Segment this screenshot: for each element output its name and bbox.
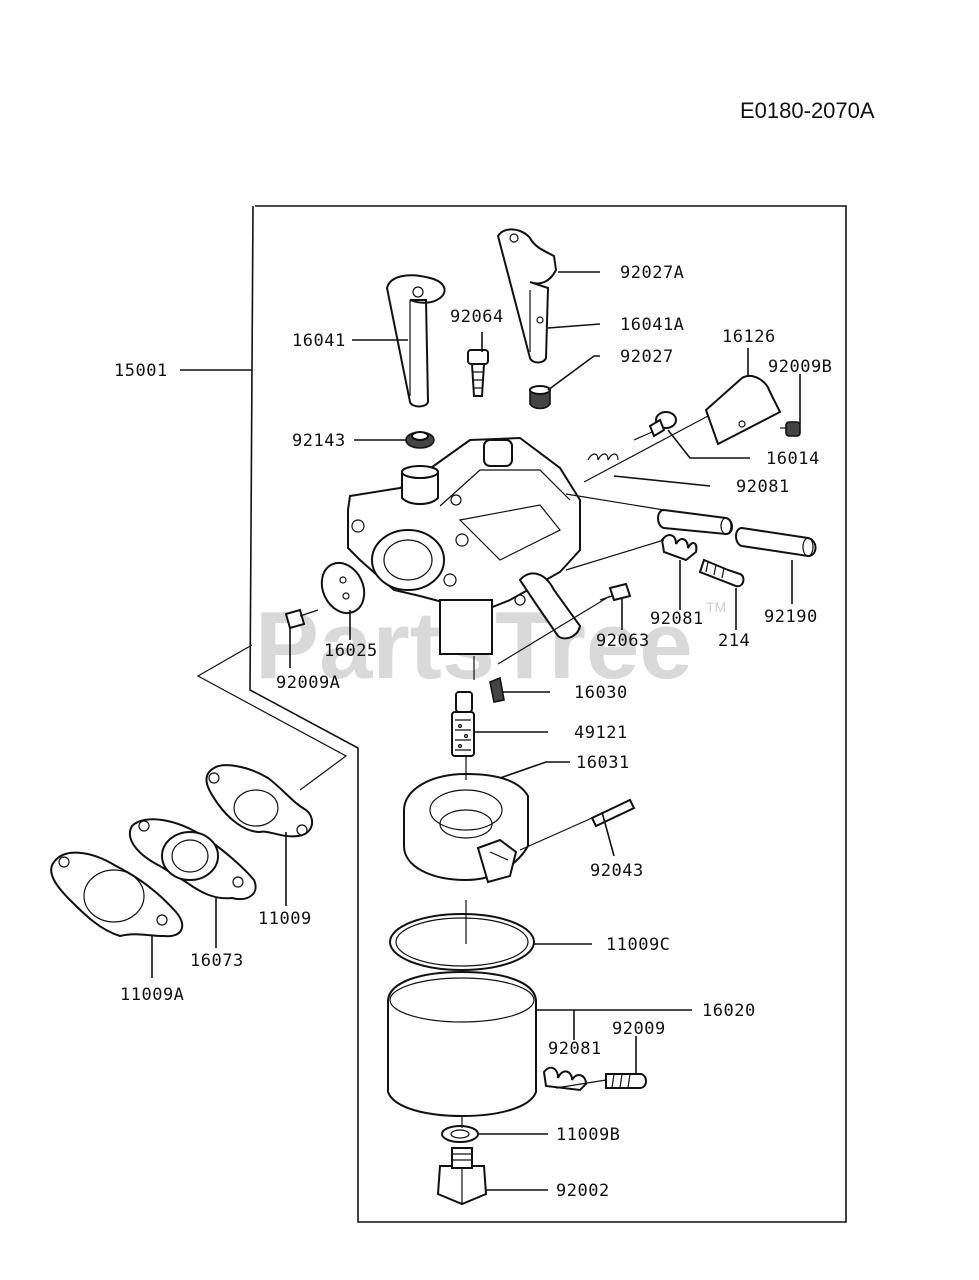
choke-shaft bbox=[496, 228, 558, 364]
pilot-screw bbox=[467, 349, 489, 397]
gasket-11009A bbox=[50, 851, 184, 938]
label-49121: 49121 bbox=[574, 723, 628, 743]
label-92009: 92009 bbox=[612, 1019, 666, 1039]
label-16041: 16041 bbox=[292, 331, 346, 351]
assembly-guide-lines bbox=[461, 415, 709, 1128]
label-15001: 15001 bbox=[114, 361, 168, 381]
bowl-screw bbox=[605, 1073, 647, 1089]
cover-plate-screw bbox=[780, 421, 801, 437]
label-11009C: 11009C bbox=[606, 935, 670, 955]
nozzle bbox=[451, 691, 475, 757]
idle-spring bbox=[587, 453, 619, 461]
drain-bolt bbox=[436, 1147, 488, 1206]
label-92064: 92064 bbox=[450, 307, 504, 327]
adjust-screw bbox=[698, 558, 745, 588]
choke-collar bbox=[529, 385, 551, 410]
label-92002: 92002 bbox=[556, 1181, 610, 1201]
main-jet bbox=[489, 676, 505, 703]
float-bowl-gasket bbox=[389, 913, 535, 971]
label-214: 214 bbox=[718, 631, 750, 651]
label-92190: 92190 bbox=[764, 607, 818, 627]
label-16073: 16073 bbox=[190, 951, 244, 971]
part-labels: 15001 92027A 16041 92064 16041A 92027 16… bbox=[114, 263, 832, 1201]
insulator-16073 bbox=[129, 818, 257, 900]
label-16020: 16020 bbox=[702, 1001, 756, 1021]
label-16030: 16030 bbox=[574, 683, 628, 703]
label-16041A: 16041A bbox=[620, 315, 684, 335]
label-16031: 16031 bbox=[576, 753, 630, 773]
label-92043: 92043 bbox=[590, 861, 644, 881]
throttle-shaft bbox=[385, 274, 446, 408]
label-92081-bowl: 92081 bbox=[548, 1039, 602, 1059]
throttle-plate bbox=[320, 561, 366, 615]
fuel-tube-long bbox=[735, 526, 817, 558]
label-92027A: 92027A bbox=[620, 263, 684, 283]
gasket-11009 bbox=[205, 764, 314, 838]
label-92027: 92027 bbox=[620, 347, 674, 367]
intake-guide-line bbox=[196, 644, 348, 791]
label-11009B: 11009B bbox=[556, 1125, 620, 1145]
label-92063: 92063 bbox=[596, 631, 650, 651]
idle-screw bbox=[633, 411, 677, 441]
label-92081-upper: 92081 bbox=[736, 477, 790, 497]
throttle-plate-screw bbox=[284, 608, 319, 630]
label-92081-right: 92081 bbox=[650, 609, 704, 629]
diagram-code: E0180-2070A bbox=[740, 98, 875, 123]
adjust-spring bbox=[660, 534, 698, 562]
label-92143: 92143 bbox=[292, 431, 346, 451]
label-16126: 16126 bbox=[722, 327, 776, 347]
shaft-seal bbox=[405, 431, 435, 449]
label-11009A: 11009A bbox=[120, 985, 184, 1005]
carburetor-body bbox=[347, 436, 582, 655]
float-pin bbox=[590, 798, 636, 828]
leader-lines bbox=[151, 271, 801, 1191]
assembly-frame bbox=[249, 205, 847, 1223]
cover-plate bbox=[704, 374, 782, 446]
label-92009B: 92009B bbox=[768, 357, 832, 377]
drain-washer bbox=[441, 1125, 479, 1143]
float-bowl bbox=[387, 970, 537, 1118]
label-92009A: 92009A bbox=[276, 673, 340, 693]
float bbox=[403, 772, 529, 884]
watermark-trademark: TM bbox=[706, 599, 726, 615]
label-16014: 16014 bbox=[766, 449, 820, 469]
fuel-tube-short bbox=[657, 508, 733, 536]
label-16025: 16025 bbox=[324, 641, 378, 661]
label-11009: 11009 bbox=[258, 909, 312, 929]
